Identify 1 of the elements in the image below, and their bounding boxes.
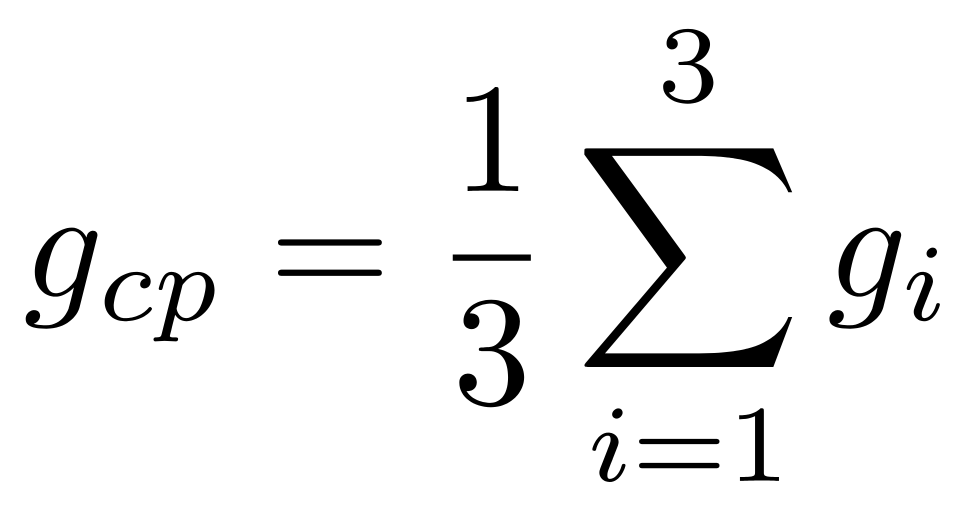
formula: $g_{cp} = \frac{1}{3}\sum_{i=1}^{3} g_i$ (26, 28, 940, 482)
